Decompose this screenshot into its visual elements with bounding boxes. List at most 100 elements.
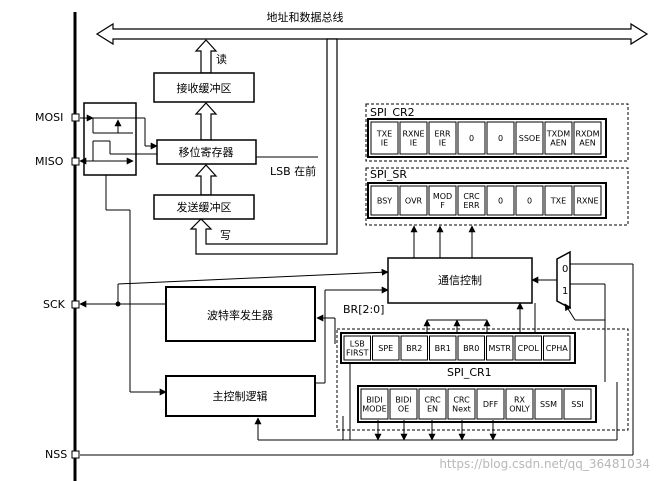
pin-nss-label: NSS bbox=[45, 448, 67, 461]
rx-buffer bbox=[153, 72, 255, 103]
write-label: 写 bbox=[220, 229, 231, 242]
cr2-cell: 0 bbox=[486, 121, 515, 155]
mux-in0-label: 0 bbox=[562, 264, 568, 275]
cr1-row1-cell-label: CPOL bbox=[518, 344, 540, 353]
cr1-row1-cell: BR0 bbox=[457, 335, 485, 361]
io-switch-box bbox=[79, 102, 158, 176]
cr1-row1-cell: MSTR bbox=[486, 335, 514, 361]
cr1-row1-cell: CPOL bbox=[514, 335, 542, 361]
pin-sck: SCK bbox=[43, 298, 80, 311]
mux-in1-label: 1 bbox=[562, 286, 568, 297]
cr1-row1-cell-label: BR1 bbox=[435, 344, 451, 353]
pin-mosi: MOSI bbox=[35, 111, 80, 124]
br-label: BR[2:0] bbox=[343, 303, 384, 316]
lsb-first-label: LSB 在前 bbox=[270, 164, 316, 178]
sr-cell-label: 0 bbox=[498, 197, 503, 206]
pin-nss: NSS bbox=[45, 448, 80, 461]
pin-miso-label: MISO bbox=[35, 155, 64, 168]
sr-cell-label: RXNE bbox=[576, 197, 598, 206]
comm-control-label: 通信控制 bbox=[438, 273, 482, 287]
sr-cell: 0 bbox=[486, 185, 515, 216]
cr1-row1-cell-label: CPHA bbox=[546, 344, 568, 353]
cr1-row1-cell: BR2 bbox=[400, 335, 428, 361]
sr-cell: 0 bbox=[515, 185, 544, 216]
cr2-cell-label: 0 bbox=[469, 134, 474, 143]
tx-shift-arrow bbox=[194, 164, 218, 196]
cr1-row1-cell: SPE bbox=[372, 335, 400, 361]
cr1-row1-cell-label: MSTR bbox=[489, 344, 512, 353]
cr2-cell-label: 0 bbox=[498, 134, 503, 143]
bus-label: 地址和数据总线 bbox=[267, 10, 344, 24]
cr1-row2-cell-label: SSM bbox=[540, 400, 557, 409]
baud-rate-generator bbox=[165, 286, 316, 342]
pin-mosi-label: MOSI bbox=[35, 111, 63, 124]
write-path bbox=[189, 38, 338, 255]
sr-cell-label: BSY bbox=[377, 197, 392, 206]
shift-register bbox=[156, 139, 257, 165]
rx-buffer-label: 接收缓冲区 bbox=[177, 81, 232, 95]
cr2-title: SPI_CR2 bbox=[370, 106, 415, 119]
cr1-row1-cell: BR1 bbox=[429, 335, 457, 361]
cr2-cell: 0 bbox=[457, 121, 486, 155]
read-arrow bbox=[194, 39, 218, 74]
cr1-row2-cell-label: DFF bbox=[483, 400, 499, 409]
address-data-bus: 地址和数据总线 bbox=[95, 10, 649, 46]
master-control-label: 主控制逻辑 bbox=[213, 389, 268, 403]
sr-cell-label: OVR bbox=[405, 197, 423, 206]
cr1-group bbox=[336, 328, 629, 431]
cr2-cell-label: SSOE bbox=[519, 134, 541, 143]
sr-cell: RXNE bbox=[573, 185, 602, 216]
read-label: 读 bbox=[216, 52, 227, 66]
tx-buffer-label: 发送缓冲区 bbox=[177, 200, 232, 214]
pin-miso: MISO bbox=[35, 155, 80, 168]
cr1-row2-cell: DFF bbox=[476, 388, 505, 420]
rx-shift-arrow bbox=[194, 102, 218, 141]
cr1-row2-cell: SSM bbox=[534, 388, 563, 420]
sr-comm-arrows bbox=[410, 225, 476, 258]
sr-cell-label: 0 bbox=[527, 197, 532, 206]
sr-cell: BSY bbox=[370, 185, 399, 216]
cr1-row1-cell-label: SPE bbox=[378, 344, 393, 353]
shift-register-label: 移位寄存器 bbox=[179, 145, 234, 159]
signal-wires bbox=[79, 175, 634, 456]
cr1-row2-cell: SSI bbox=[563, 388, 592, 420]
watermark: https://blog.csdn.net/qq_36481034 bbox=[439, 457, 650, 471]
nss-mux bbox=[556, 250, 571, 310]
cr1-row1-cell: CPHA bbox=[543, 335, 571, 361]
tx-buffer bbox=[153, 194, 255, 220]
sr-cell: TXE bbox=[544, 185, 573, 216]
sr-title: SPI_SR bbox=[370, 168, 407, 181]
cr2-cell: SSOE bbox=[515, 121, 544, 155]
pin-sck-label: SCK bbox=[43, 298, 66, 311]
sr-group bbox=[365, 167, 629, 226]
comm-control bbox=[387, 257, 533, 304]
sr-cell-label: TXE bbox=[550, 197, 566, 206]
